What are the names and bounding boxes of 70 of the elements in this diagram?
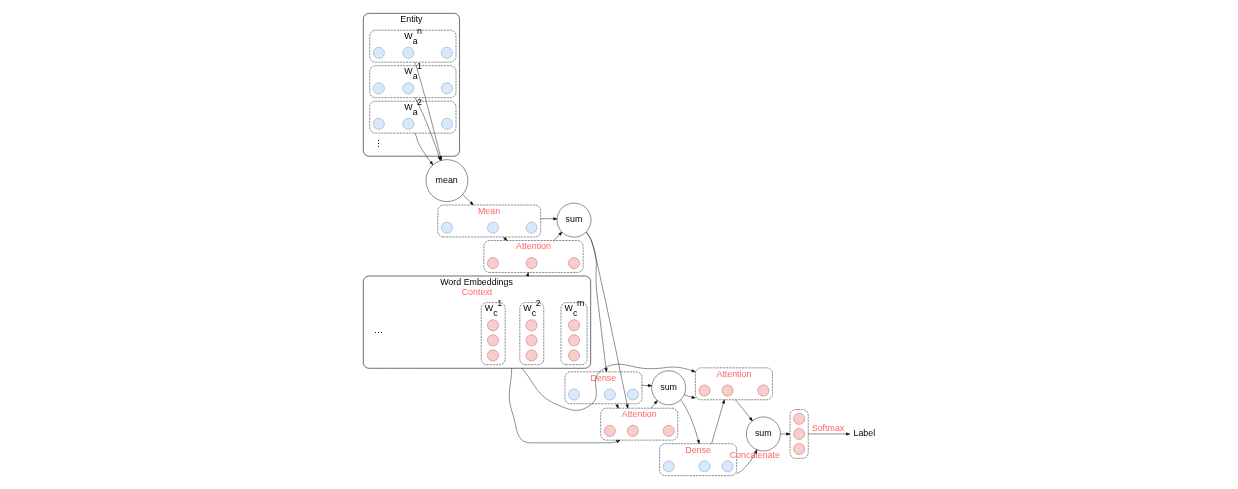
node-circle [440,118,453,130]
arrow [553,231,562,241]
node-circle [402,118,414,130]
node-circle [626,425,639,437]
node-circle [567,349,580,362]
node-label: Mean [477,205,500,216]
node-circle [486,221,499,234]
arrow [650,400,658,409]
edge-label: Softmax [811,423,844,434]
node-circle [792,413,805,425]
node-circle [721,460,733,473]
node-circle [757,384,769,397]
node-label: Attention [715,368,751,379]
label: ⋯ [373,327,383,338]
arrow [779,432,790,436]
arrow [683,394,696,399]
node-circle [567,388,580,401]
arrow [735,449,757,475]
node-label: Dense [684,444,711,455]
arrow [521,364,696,411]
node-circle [567,334,580,347]
node-circle [626,388,639,401]
node-circle [440,47,453,59]
arrow [641,384,652,387]
node-circle [525,334,537,347]
node-circle [525,221,537,234]
node-circle [486,257,499,269]
node-circle [486,319,499,331]
node-label: Attention [515,241,551,252]
node-circle [603,425,616,437]
node-circle [662,460,674,473]
node-circle [440,221,453,234]
arrow [734,399,753,422]
arrow [508,368,620,444]
node-circle [792,443,805,455]
arrow [539,217,557,221]
arrow [414,132,433,166]
node-circle [372,47,385,59]
node-circle [698,460,710,473]
node-circle [525,257,537,269]
node-label: Attention [621,409,657,420]
arrow [585,231,629,409]
node-circle [486,349,499,362]
node-circle [567,319,580,331]
node-label: Concatenate [729,449,780,460]
arrow [807,432,850,436]
node-circle [372,82,385,95]
node-circle [402,47,414,59]
node-circle [662,425,674,437]
node-circle [440,82,453,95]
node-circle [402,82,414,95]
node-circle [792,428,805,440]
node-circle [721,384,733,397]
node-circle [372,118,385,130]
node-text: Label [852,428,875,439]
arrow [710,399,725,444]
arrow [680,399,700,444]
node-circle [698,384,710,397]
arrow [462,194,473,206]
node-circle [525,319,537,331]
node-circle [486,334,499,347]
node-label: Context [461,286,492,297]
node-label: Dense [590,372,616,383]
arrow [585,231,607,373]
arrow [615,403,619,409]
label: ⋮ [373,138,383,149]
arrow [502,236,507,241]
node-circle [603,388,616,401]
node-circle [525,349,537,362]
node-circle [567,257,580,269]
